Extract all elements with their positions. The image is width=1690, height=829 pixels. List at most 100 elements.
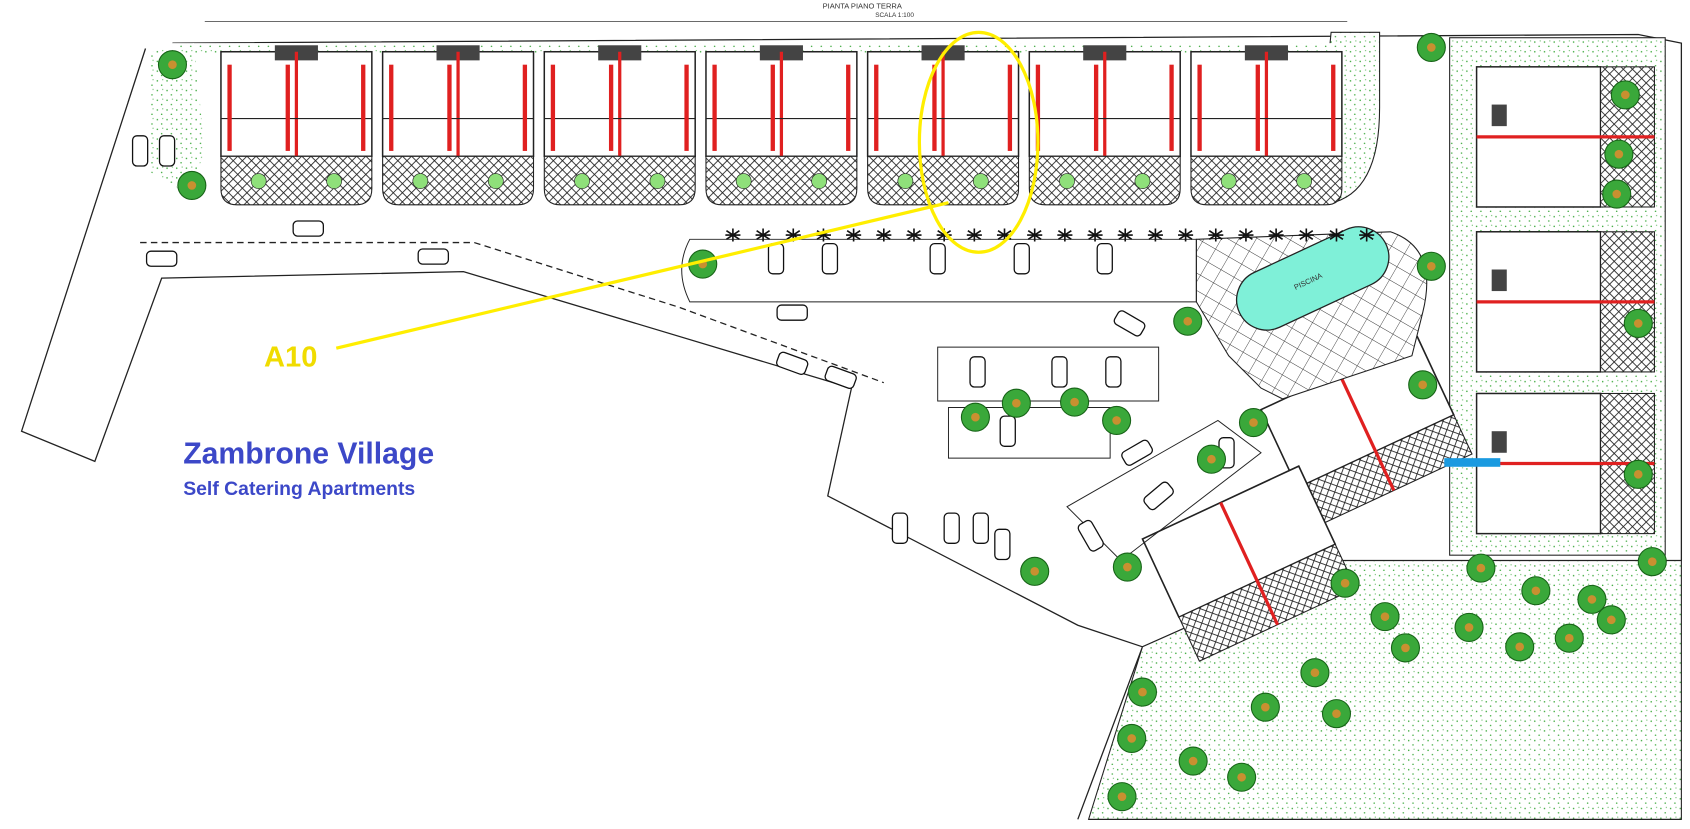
village-name: Zambrone Village [183, 438, 434, 471]
wall-segment [1093, 64, 1099, 151]
palm-icon [815, 228, 831, 242]
tree-icon [1102, 405, 1132, 435]
apartment-block [543, 45, 696, 206]
tree-icon [1300, 658, 1330, 688]
tree-trunk [1418, 380, 1428, 390]
tree-icon [1107, 782, 1137, 812]
car-icon [1051, 356, 1068, 388]
car-icon [1143, 481, 1174, 511]
car-icon [776, 304, 808, 321]
palm-icon [1328, 228, 1345, 242]
plant [735, 173, 752, 189]
plant-icon [1134, 173, 1151, 189]
wall-segment [712, 64, 717, 151]
palm-icon [1027, 228, 1043, 242]
tree-trunk [1332, 709, 1341, 718]
tree-trunk [1340, 578, 1350, 588]
car-icon [969, 356, 986, 388]
car-icon [994, 528, 1011, 561]
tree-icon [1117, 723, 1147, 753]
wall-segment [1035, 64, 1041, 151]
plant-icon [897, 173, 914, 189]
tree-trunk [1237, 772, 1246, 782]
tree-icon [1001, 388, 1031, 418]
a10-highlight-ellipse [917, 30, 1040, 254]
plant [1220, 173, 1237, 189]
car-icon [1096, 242, 1113, 275]
apartment-block [381, 45, 535, 206]
wall-segment [227, 64, 232, 151]
terrace [867, 155, 1020, 206]
palm-icon [755, 228, 771, 242]
plant-icon [250, 173, 267, 189]
terrace [1190, 155, 1343, 206]
tree-trunk [1587, 595, 1597, 604]
plant [412, 173, 429, 189]
tree-trunk [1138, 687, 1147, 697]
tree-icon [1238, 408, 1269, 438]
tree-trunk [1127, 734, 1137, 743]
tree-trunk [1531, 586, 1541, 596]
tree-icon [1127, 677, 1158, 707]
wall-segment [1197, 64, 1202, 151]
tree-icon [1227, 762, 1257, 792]
tree-trunk [1380, 612, 1390, 621]
tree-icon [1390, 633, 1421, 663]
parking-areas [681, 238, 1262, 562]
tree-trunk [1427, 43, 1436, 52]
plant-icon [326, 173, 342, 189]
tree-trunk [1183, 316, 1193, 326]
tree-trunk [1249, 418, 1258, 427]
apartment-block-south-2 [1141, 465, 1357, 662]
tree-icon [1112, 552, 1142, 582]
car-icon [131, 135, 149, 167]
tree-icon [1505, 632, 1535, 662]
tree-trunk [1261, 702, 1270, 712]
wall-segment [932, 64, 937, 151]
terrace [705, 155, 858, 206]
plant [897, 173, 914, 189]
wall-segment [1007, 64, 1013, 151]
tree-icon [1604, 139, 1634, 169]
plant-icon [1220, 173, 1237, 189]
wall-segment [770, 64, 775, 151]
palm-icon [1087, 228, 1103, 242]
palm-icon [1268, 228, 1284, 242]
palm-icon [1117, 228, 1133, 242]
car-icon [891, 512, 909, 544]
plan-title: PIANTA PIANO TERRA [823, 2, 903, 11]
a10-callout-line [335, 201, 949, 350]
walkway [1444, 458, 1501, 467]
plant [1059, 173, 1075, 189]
palm-icon [1178, 228, 1194, 242]
tree-trunk [1117, 792, 1127, 801]
apartment-block [1475, 231, 1655, 373]
car-icon [1013, 242, 1030, 275]
palm-icon [876, 228, 892, 242]
car-icon [824, 365, 857, 389]
plant-icon [1296, 173, 1313, 189]
tree-trunk [1464, 623, 1474, 632]
tree-icon [1521, 576, 1551, 606]
tree-trunk [1633, 470, 1643, 479]
car-icon [821, 242, 839, 275]
plant-icon [1059, 173, 1075, 189]
tree-trunk [1614, 149, 1624, 159]
tree-icon [1330, 568, 1360, 598]
car-icon [292, 220, 324, 237]
tree-icon [1370, 602, 1400, 632]
tree-icon [1178, 746, 1208, 776]
tree-icon [1637, 547, 1667, 577]
stairs [1491, 431, 1507, 453]
plant [649, 173, 666, 189]
palms [725, 228, 1375, 242]
plant [574, 173, 590, 189]
palm-icon [966, 228, 982, 242]
tree-trunk [1612, 189, 1622, 199]
cars [131, 135, 1235, 561]
terrace [220, 155, 373, 206]
stairs [1491, 269, 1507, 292]
wall-segment [846, 64, 851, 151]
car-icon [1105, 356, 1122, 388]
